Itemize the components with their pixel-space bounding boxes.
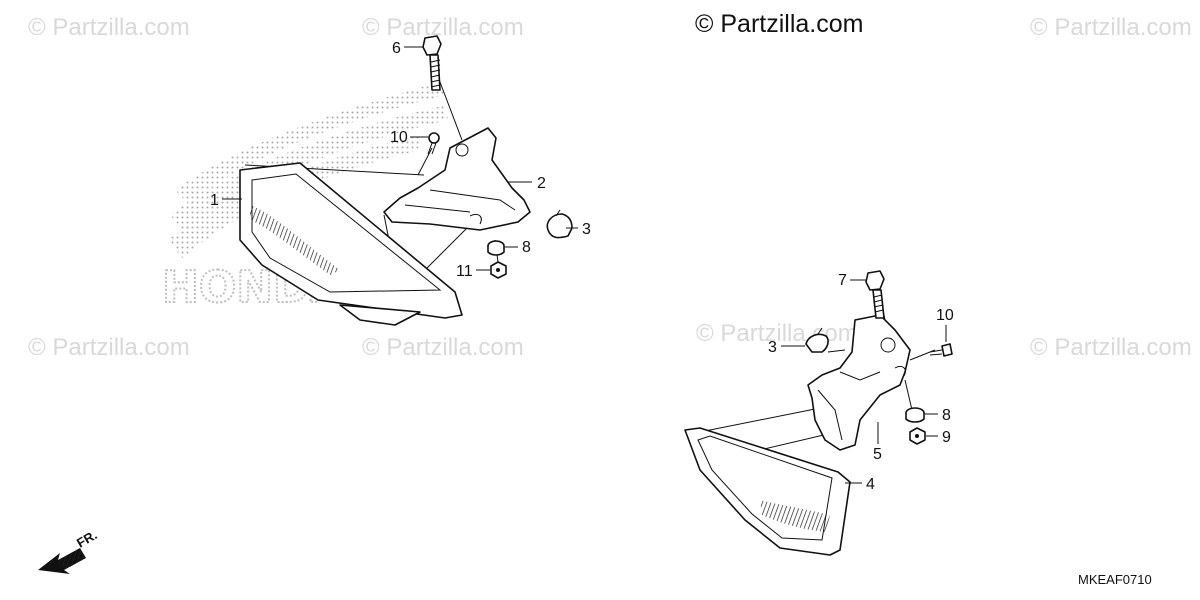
part-5-right-bracket [807,314,911,451]
part-9-nut [909,427,926,445]
diagram-code: MKEAF0710 [1078,572,1152,587]
part-10-screw-right [929,343,953,357]
callout-6: 6 [392,40,401,57]
part-8-grommet-right [905,407,925,423]
part-2-left-bracket [383,127,531,231]
callout-2: 2 [537,175,546,192]
callouts-right: 3 4 5 7 8 9 10 [768,272,954,493]
callout-3-right: 3 [768,339,777,356]
part-3-clip-left [546,209,573,239]
front-arrow: FR. [38,527,100,574]
callout-3-left: 3 [582,221,591,238]
front-arrow-label: FR. [74,527,100,550]
callouts-left: 1 2 3 6 8 10 11 [210,40,591,280]
watermark-main: © Partzilla.com [695,10,864,38]
watermark-top-left: © Partzilla.com [28,14,190,41]
part-11-nut [490,261,507,279]
part-8-grommet-left [487,240,505,256]
callout-10-left: 10 [390,129,408,146]
callout-7: 7 [838,272,847,289]
watermark-mid-right: © Partzilla.com [1030,334,1192,361]
callout-11: 11 [456,263,473,280]
watermark-mid-right-center: © Partzilla.com [696,320,858,347]
callout-10-right: 10 [936,307,954,324]
watermark-mid-center: © Partzilla.com [362,334,524,361]
callout-5: 5 [873,446,882,463]
callout-1: 1 [210,192,219,209]
watermark-mid-left: © Partzilla.com [28,334,190,361]
callout-8-right: 8 [942,407,951,424]
part-4-right-cover [684,427,851,556]
callout-8-left: 8 [522,239,531,256]
callout-4: 4 [866,476,875,493]
part-10-screw-left [427,132,440,155]
watermark-top-right: © Partzilla.com [1030,14,1192,41]
callout-9: 9 [942,429,951,446]
part-7-bolt [865,270,885,319]
watermark-top-center: © Partzilla.com [362,14,524,41]
part-1-left-cover [239,162,463,326]
part-3-clip-right [805,327,829,353]
part-6-bolt [422,35,442,91]
